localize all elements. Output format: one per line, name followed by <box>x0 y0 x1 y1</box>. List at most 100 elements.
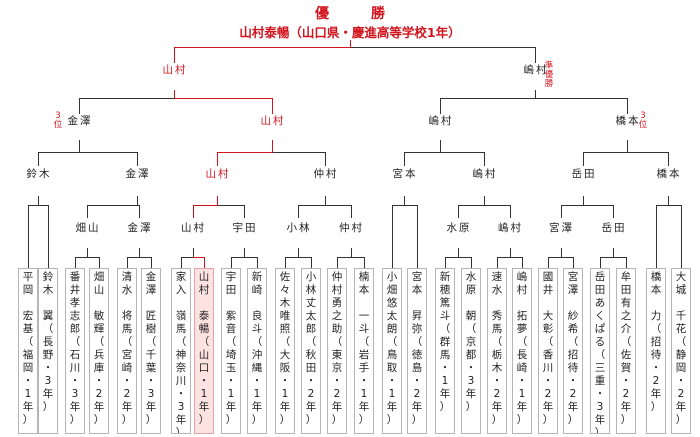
bracket-line <box>87 205 140 206</box>
bracket-line <box>192 205 218 206</box>
bracket-line <box>656 205 657 269</box>
runner-up-badge: 準優勝 <box>544 61 554 89</box>
round2-winner: 岳田 <box>571 168 597 180</box>
round1-winner: 宮澤 <box>549 222 574 234</box>
round2-winner: 山村 <box>205 168 231 180</box>
bracket-line <box>583 196 584 206</box>
bracket-line <box>337 257 338 268</box>
bracket-line <box>204 257 205 268</box>
bracket-line <box>440 98 628 99</box>
bracket-line <box>217 152 273 153</box>
bracket-line <box>38 152 138 153</box>
bracket-line <box>560 248 562 258</box>
round1-winner: 小林 <box>286 222 312 234</box>
bracket-line <box>626 257 627 268</box>
bracket-line <box>192 205 245 206</box>
bracket-line <box>181 257 182 268</box>
round1-winner: 金澤 <box>127 222 153 234</box>
quarter-winner: 金澤 <box>67 115 93 127</box>
bracket-line <box>257 257 258 268</box>
champion-label: 優 勝 <box>315 6 399 22</box>
bracket-line <box>535 90 536 99</box>
bracket-line <box>38 196 39 206</box>
round1-winner: 宇田 <box>232 222 258 234</box>
bracket-line <box>48 205 49 269</box>
bracket-line <box>99 257 100 268</box>
bracket-line <box>231 257 232 268</box>
round2-winner: 仲村 <box>313 168 339 180</box>
bracket-line <box>458 205 459 218</box>
bracket-line <box>350 248 352 258</box>
quarter-winner: 橋本 <box>615 115 641 127</box>
bracket-line <box>613 205 614 218</box>
bracket-line <box>560 205 562 218</box>
round1-winner: 畑山 <box>75 222 101 234</box>
bracket-line <box>298 248 299 258</box>
bracket-line <box>137 152 138 166</box>
bracket-line <box>404 152 485 153</box>
bracket-line <box>392 205 393 269</box>
round1-winner: 仲村 <box>339 222 364 234</box>
bracket-line <box>137 196 138 206</box>
bracket-line <box>497 257 498 268</box>
bracket-line <box>600 257 601 268</box>
bracket-line <box>656 205 682 206</box>
bracket-line <box>192 257 205 258</box>
bracket-line <box>364 257 365 268</box>
bracket-line <box>87 205 88 218</box>
bracket-line <box>350 205 352 218</box>
quarter-winner: 山村 <box>260 115 286 127</box>
bracket-line <box>139 248 140 258</box>
bracket-line <box>325 152 326 166</box>
bracket-line <box>484 152 485 166</box>
bracket-line <box>471 257 472 268</box>
bracket-line <box>404 152 405 166</box>
bracket-line <box>668 152 669 166</box>
champion-name: 山村泰暢（山口県・慶進高等学校1年） <box>239 25 461 40</box>
bracket-line <box>458 248 459 258</box>
bracket-line <box>325 196 326 206</box>
bracket-line <box>298 205 299 218</box>
bracket-line <box>440 140 441 153</box>
round2-winner: 金澤 <box>125 168 151 180</box>
bracket-line <box>79 98 80 114</box>
bracket-line <box>445 257 446 268</box>
round1-winner: 岳田 <box>601 222 627 234</box>
bracket-line <box>75 257 76 268</box>
bracket-line <box>87 248 88 258</box>
round1-winner: 山村 <box>181 222 206 234</box>
bracket-line <box>681 205 682 269</box>
bracket-line <box>174 47 175 63</box>
bracket-line <box>174 47 351 48</box>
bracket-line <box>440 98 441 114</box>
bracket-line <box>192 205 194 218</box>
bracket-line <box>548 257 549 268</box>
bracket-line <box>522 257 523 268</box>
bracket-line <box>560 205 614 206</box>
bracket-line <box>583 152 669 153</box>
bracket-line <box>244 248 245 258</box>
round2-winner: 橋本 <box>656 168 682 180</box>
bracket-line <box>174 90 175 99</box>
bracket-line <box>627 98 628 114</box>
bracket-line <box>272 140 273 153</box>
semi-winner: 嶋村 <box>523 64 549 76</box>
